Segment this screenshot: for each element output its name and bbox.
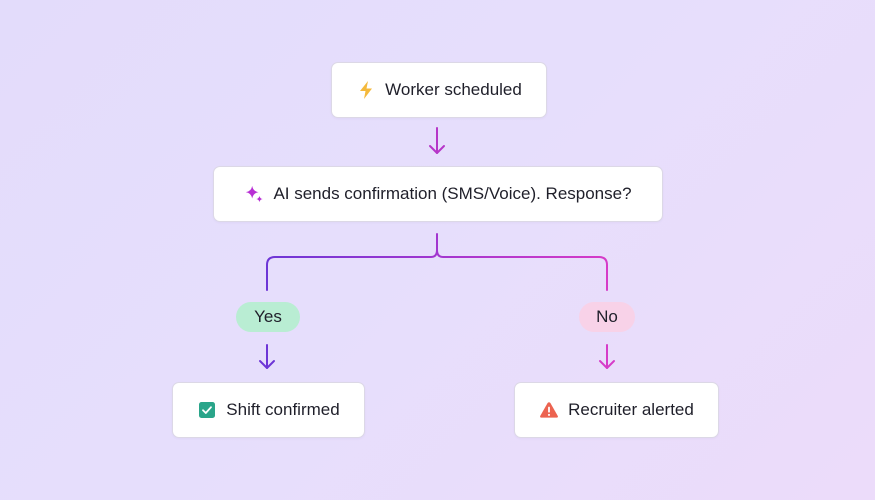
- node-label: Worker scheduled: [385, 80, 522, 99]
- badge-label: No: [596, 307, 618, 326]
- ai-sparkle-icon: [244, 184, 264, 204]
- node-shift-confirmed: Shift confirmed: [172, 382, 365, 438]
- badge-label: Yes: [254, 307, 282, 326]
- node-ai-confirmation-decision: AI sends confirmation (SMS/Voice). Respo…: [213, 166, 663, 222]
- checkbox-checked-icon: [197, 400, 217, 420]
- node-worker-scheduled: Worker scheduled: [331, 62, 547, 118]
- arrow-no-to-result: [599, 344, 615, 369]
- arrow-start-to-decision: [429, 127, 445, 154]
- node-recruiter-alerted: Recruiter alerted: [514, 382, 719, 438]
- lightning-bolt-icon: [356, 80, 376, 100]
- node-label: AI sends confirmation (SMS/Voice). Respo…: [273, 184, 632, 203]
- node-label: Recruiter alerted: [568, 400, 694, 419]
- warning-triangle-icon: [539, 400, 559, 420]
- branch-no-badge: No: [579, 302, 635, 332]
- branch-connector: [266, 233, 608, 291]
- arrow-yes-to-result: [259, 344, 275, 369]
- node-label: Shift confirmed: [226, 400, 340, 419]
- branch-yes-badge: Yes: [236, 302, 300, 332]
